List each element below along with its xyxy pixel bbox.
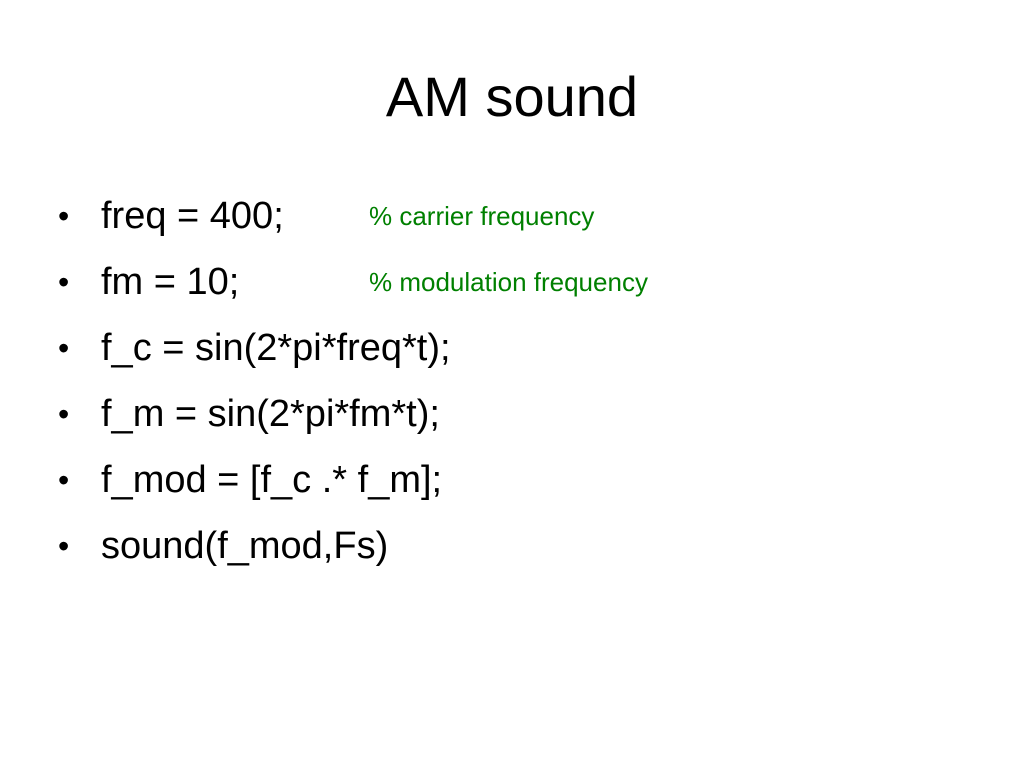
code-comment: % modulation frequency xyxy=(369,267,648,297)
code-line: f_c = sin(2*pi*freq*t); xyxy=(101,327,451,369)
bullet-marker: • xyxy=(58,198,70,234)
slide-title: AM sound xyxy=(385,65,639,128)
bullet-marker: • xyxy=(58,396,70,432)
code-line: freq = 400; xyxy=(101,195,284,237)
code-line: fm = 10; xyxy=(101,261,240,303)
code-line: f_mod = [f_c .* f_m]; xyxy=(101,459,443,501)
code-comment: % carrier frequency xyxy=(369,201,595,231)
bullet-marker: • xyxy=(58,330,70,366)
bullet-marker: • xyxy=(58,264,70,300)
code-line: sound(f_mod,Fs) xyxy=(101,525,389,567)
bullet-marker: • xyxy=(58,528,70,564)
bullet-marker: • xyxy=(58,462,70,498)
code-line: f_m = sin(2*pi*fm*t); xyxy=(101,393,440,435)
